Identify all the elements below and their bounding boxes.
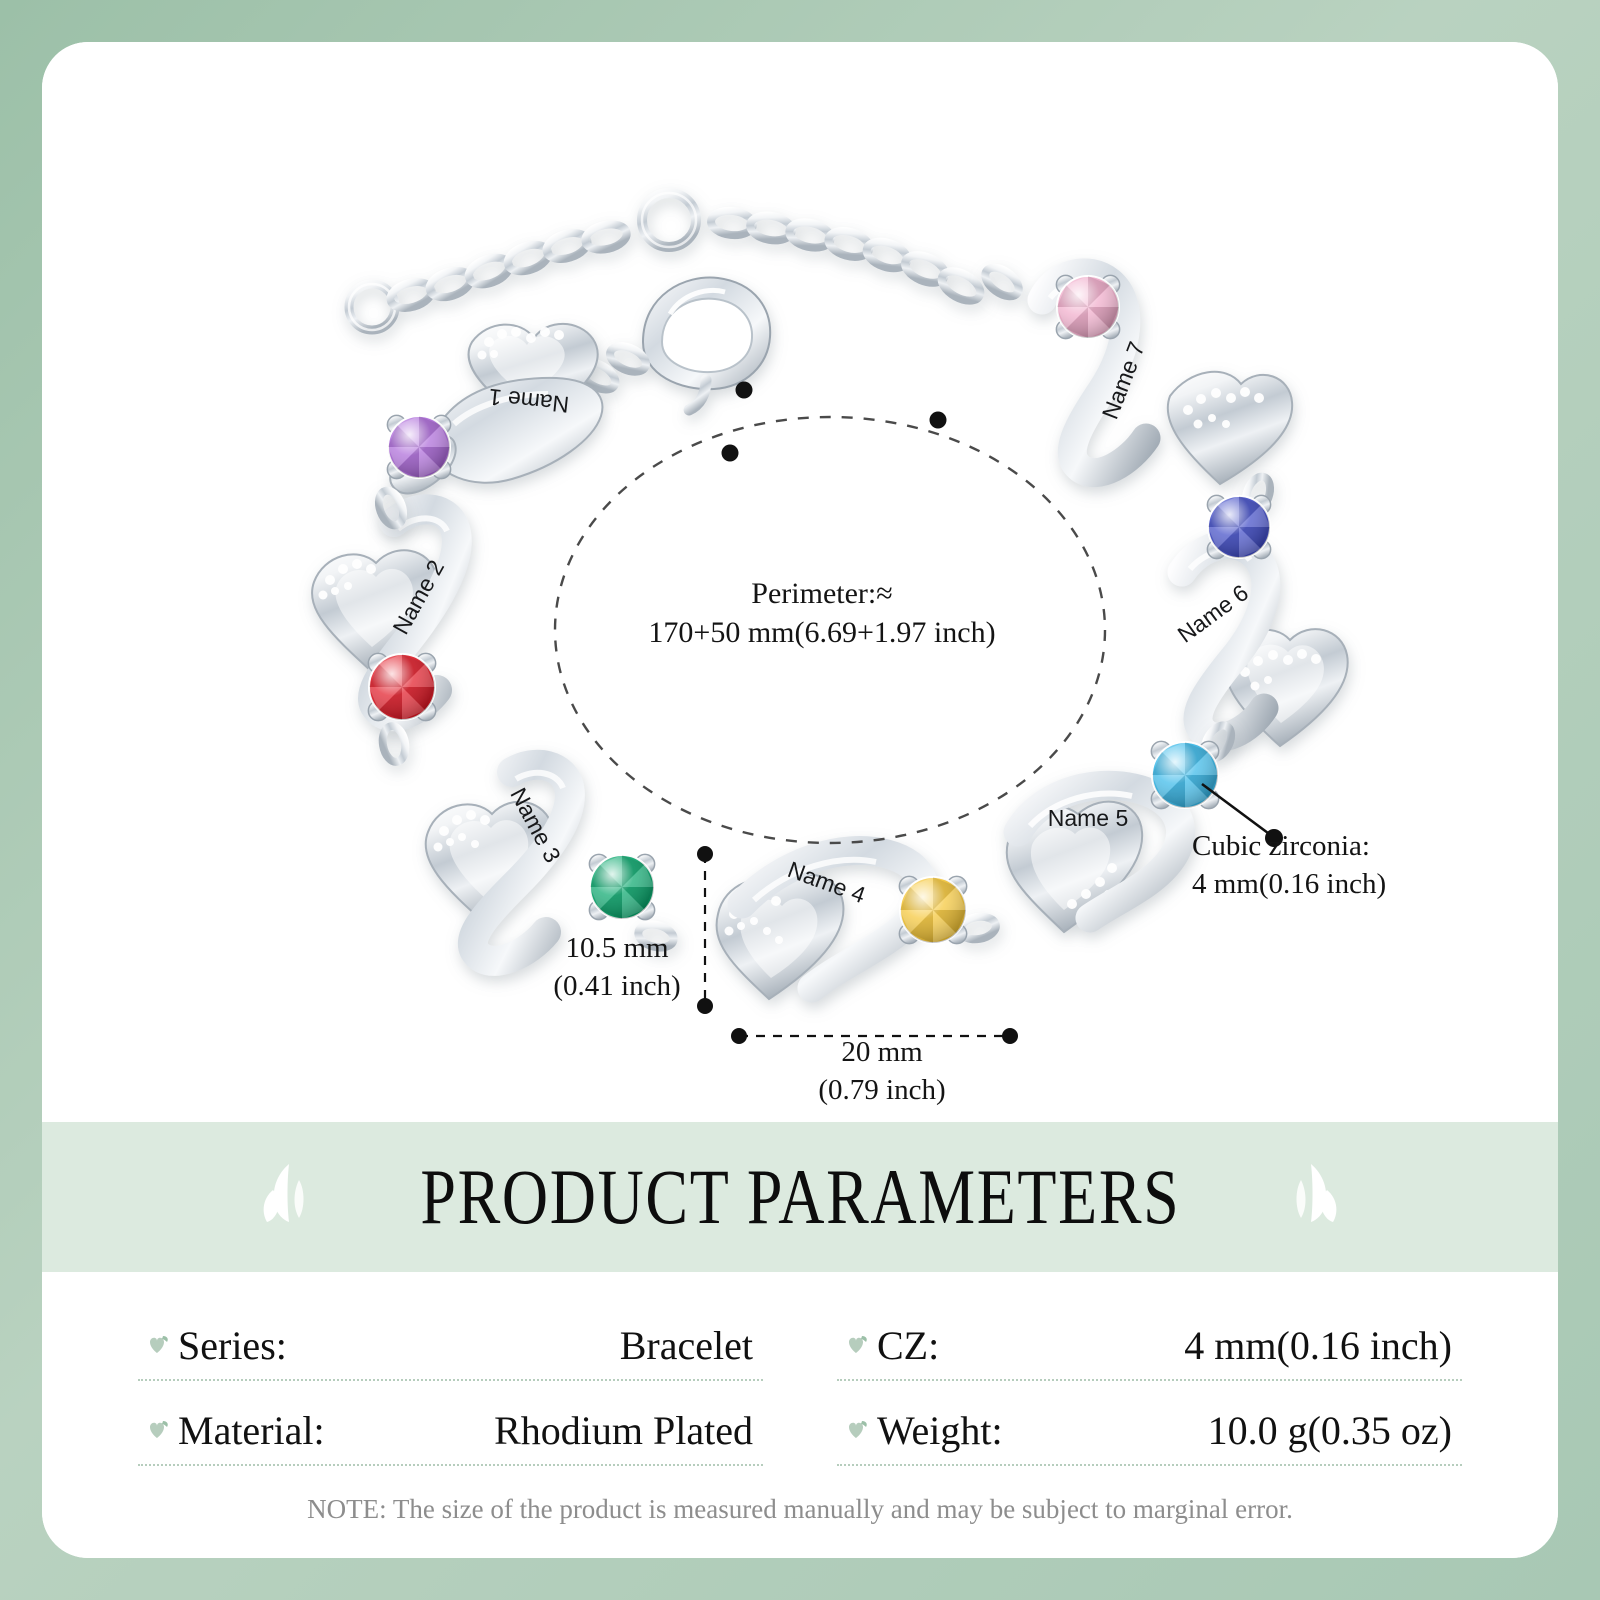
extension-chain xyxy=(344,188,985,335)
banner-title: PRODUCT PARAMETERS xyxy=(420,1153,1180,1240)
cz-line-2: 4 mm(0.16 inch) xyxy=(1192,867,1387,900)
product-parameters-banner: PRODUCT PARAMETERS xyxy=(42,1122,1558,1272)
spec-row-material: Material: Rhodium Plated xyxy=(138,1403,763,1466)
gemstone-group xyxy=(367,274,1272,945)
bracelet-link-7 xyxy=(981,258,1294,488)
heart-leaf-icon xyxy=(150,1335,168,1353)
width-line-2: (0.79 inch) xyxy=(818,1073,946,1106)
perimeter-line-2: 170+50 mm(6.69+1.97 inch) xyxy=(648,616,996,649)
cz-line-1: Cubic zirconia: xyxy=(1192,830,1370,862)
bracelet-link-2 xyxy=(311,494,472,731)
spec-label: Weight: xyxy=(877,1408,1003,1453)
bracelet-link-5 xyxy=(1003,770,1196,934)
spec-value: Rhodium Plated xyxy=(494,1408,753,1453)
spec-value: 4 mm(0.16 inch) xyxy=(1184,1323,1452,1368)
spec-row-cz: CZ: 4 mm(0.16 inch) xyxy=(837,1318,1462,1381)
spec-value: 10.0 g(0.35 oz) xyxy=(1207,1408,1452,1453)
height-dimension-line xyxy=(697,846,713,1014)
lobster-clasp xyxy=(576,276,772,416)
bracelet-link-4 xyxy=(715,836,939,1003)
heart-leaf-icon xyxy=(150,1420,168,1438)
citrine-gem xyxy=(898,875,968,945)
emerald-gem xyxy=(588,853,656,921)
cz-leader-line xyxy=(1201,782,1283,847)
perimeter-annotation: Perimeter:≈ 170+50 mm(6.69+1.97 inch) xyxy=(562,574,1082,652)
measurement-note: NOTE: The size of the product is measure… xyxy=(307,1494,1293,1524)
leaf-icon xyxy=(263,1164,304,1222)
height-line-1: 10.5 mm xyxy=(565,932,669,964)
pink-topaz-gem xyxy=(1055,274,1121,340)
width-dimension-line xyxy=(731,1028,1018,1044)
height-line-2: (0.41 inch) xyxy=(553,969,681,1002)
bracelet-link-3 xyxy=(424,749,585,976)
aquamarine-gem xyxy=(1150,740,1220,810)
width-annotation: 20 mm (0.79 inch) xyxy=(772,1034,992,1109)
specifications-section: Series: Bracelet CZ: 4 mm(0.16 inch) xyxy=(42,1272,1558,1558)
bracelet-link-6 xyxy=(1167,530,1349,752)
engraved-name-5: Name 5 xyxy=(1048,805,1129,831)
perimeter-guide xyxy=(553,381,1107,845)
width-line-1: 20 mm xyxy=(841,1036,923,1068)
height-annotation: 10.5 mm (0.41 inch) xyxy=(522,930,712,1005)
amethyst-gem xyxy=(386,414,452,480)
leaf-icon xyxy=(1296,1164,1337,1222)
heart-leaf-icon xyxy=(849,1335,867,1353)
spec-label: Series: xyxy=(178,1323,287,1368)
spec-label: CZ: xyxy=(877,1323,940,1368)
cubic-zirconia-annotation: Cubic zirconia: 4 mm(0.16 inch) xyxy=(1192,828,1386,903)
specifications-grid: Series: Bracelet CZ: 4 mm(0.16 inch) xyxy=(138,1318,1462,1488)
bracelet-link-1 xyxy=(389,323,604,495)
spec-value: Bracelet xyxy=(619,1323,753,1368)
perimeter-line-1: Perimeter:≈ xyxy=(751,577,893,610)
sapphire-gem xyxy=(1206,494,1272,560)
spec-row-weight: Weight: 10.0 g(0.35 oz) xyxy=(837,1403,1462,1466)
ruby-gem xyxy=(367,652,437,722)
heart-leaf-icon xyxy=(849,1420,867,1438)
spec-label: Material: xyxy=(178,1408,325,1453)
spec-row-series: Series: Bracelet xyxy=(138,1318,763,1381)
